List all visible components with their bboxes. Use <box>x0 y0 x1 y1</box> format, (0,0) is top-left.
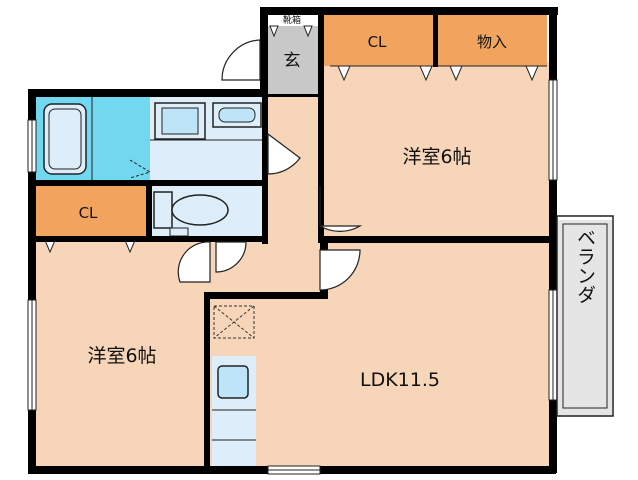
label-entrance: 玄 <box>284 51 301 71</box>
western-room-upper-floor <box>320 62 550 240</box>
closet-upper-floor <box>323 14 433 66</box>
label-closet-lower: CL <box>79 204 98 222</box>
label-western-room-upper: 洋室6帖 <box>402 146 471 168</box>
door-swings <box>177 39 363 291</box>
label-ldk: LDK11.5 <box>360 369 440 391</box>
label-shoe-box: 靴箱 <box>283 14 301 26</box>
toilet-bowl-icon <box>171 194 229 226</box>
ldk-floor <box>206 240 550 468</box>
shoe-box-floor <box>266 12 318 26</box>
fridge-space-icon <box>213 305 255 339</box>
label-storage: 物入 <box>477 33 507 51</box>
closet-lower-floor <box>36 186 146 238</box>
bathtub-icon <box>43 103 87 175</box>
storage-floor <box>438 14 547 66</box>
label-western-room-lower: 洋室6帖 <box>87 345 156 367</box>
balcony-floor <box>558 220 612 416</box>
toilet-tank-icon <box>153 191 173 229</box>
sink-icon <box>217 365 249 399</box>
label-closet-upper: CL <box>368 33 387 51</box>
label-balcony: ベランダ <box>574 228 596 304</box>
balcony-rail <box>556 215 614 417</box>
western-room-lower-floor <box>36 238 206 468</box>
bathtub-inner <box>48 108 82 170</box>
